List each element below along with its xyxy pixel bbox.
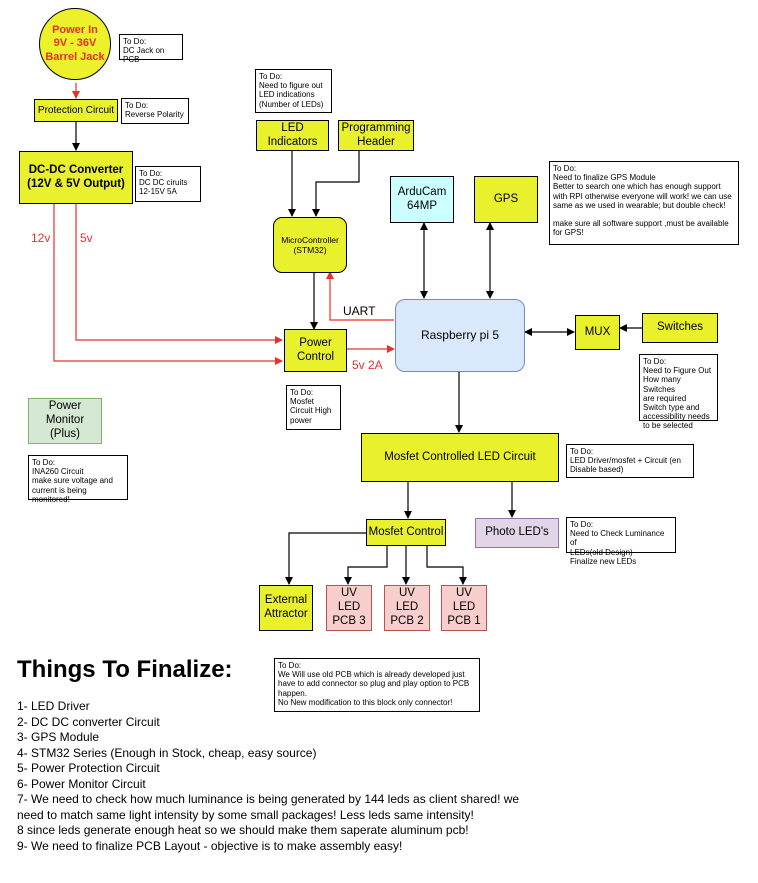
raspberry-pi-block: Raspberry pi 5 (395, 299, 525, 372)
power-control-label: Power Control (296, 336, 335, 363)
finalize-item: 2- DC DC converter Circuit (17, 714, 160, 729)
dcdc-converter-label: DC-DC Converter (12V & 5V Output) (27, 163, 125, 190)
uv-led-pcb2-block: UV LED PCB 2 (384, 585, 430, 631)
uv-led-pcb2-label: UV LED PCB 2 (390, 587, 424, 627)
note-led-indicators: To Do: Need to figure out LED indication… (255, 69, 332, 113)
note-switches: To Do: Need to Figure Out How many Switc… (639, 354, 718, 430)
power-monitor-block: Power Monitor (Plus) (28, 398, 102, 444)
external-attractor-label: External Attractor (264, 594, 308, 620)
finalize-list: 1- LED Driver 2- DC DC converter Circuit… (17, 699, 747, 854)
photo-leds-block: Photo LED's (475, 518, 559, 548)
photo-leds-label: Photo LED's (485, 526, 549, 539)
wire-5v (75, 204, 283, 344)
note-photo-leds: To Do: Need to Check Luminance of LEDs(o… (566, 517, 676, 566)
led-indicators-label: LED Indicators (267, 121, 318, 148)
note-uv-pcb: To Do: We Will use old PCB which is alre… (274, 658, 480, 712)
label-12v: 12v (31, 231, 51, 245)
mosfet-control-label: Mosfet Control (368, 525, 444, 538)
programming-header-block: Programming Header (338, 120, 414, 151)
mosfet-led-circuit-label: Mosfet Controlled LED Circuit (384, 450, 536, 463)
protection-circuit-label: Protection Circuit (37, 104, 115, 116)
wire-prog-to-mcu (312, 151, 360, 217)
note-dc-jack: To Do: DC Jack on PCB (119, 34, 183, 64)
power-monitor-label: Power Monitor (Plus) (45, 400, 85, 440)
power-in-label: Power In 9V - 36V Barrel Jack (45, 24, 105, 63)
microcontroller-label: MicroController (STM32) (281, 234, 339, 255)
mosfet-control-block: Mosfet Control (366, 519, 446, 546)
label-5v-2a: 5v 2A (352, 358, 383, 372)
external-attractor-block: External Attractor (259, 585, 313, 631)
power-in-node: Power In 9V - 36V Barrel Jack (39, 8, 111, 80)
note-gps: To Do: Need to finalize GPS Module Bette… (549, 161, 739, 245)
finalize-item: 3- GPS Module (17, 730, 100, 744)
finalize-item: 1- LED Driver (17, 699, 90, 713)
finalize-item: 6- Power Monitor Circuit (17, 776, 146, 791)
wire-control-to-attractor (285, 532, 366, 585)
label-uart: UART (343, 304, 376, 318)
finalize-item: 5- Power Protection Circuit (17, 761, 160, 775)
power-control-block: Power Control (284, 329, 347, 372)
microcontroller-block: MicroController (STM32) (273, 217, 347, 273)
arducam-block: ArduCam 64MP (390, 176, 454, 223)
note-ina260: To Do: INA260 Circuit make sure voltage … (28, 455, 128, 504)
note-dcdc: To Do: DC DC ciruits 12-15V 5A (135, 166, 201, 202)
uv-led-pcb1-label: UV LED PCB 1 (447, 587, 481, 627)
uv-led-pcb1-block: UV LED PCB 1 (441, 585, 487, 631)
wire-control-to-uv1 (426, 546, 467, 585)
uv-led-pcb3-label: UV LED PCB 3 (332, 587, 366, 627)
mux-label: MUX (584, 325, 611, 338)
switches-label: Switches (656, 321, 704, 334)
label-5v: 5v (80, 231, 93, 245)
finalize-item: 8 since leds generate enough heat so we … (17, 823, 469, 837)
wire-uart (326, 271, 394, 321)
finalize-title: Things To Finalize: (17, 656, 233, 683)
wire-12v (53, 204, 283, 365)
switches-block: Switches (642, 313, 718, 343)
note-led-driver: To Do: LED Driver/mosfet + Circuit (en D… (566, 444, 694, 478)
finalize-item: 4- STM32 Series (Enough in Stock, cheap,… (17, 745, 317, 760)
dcdc-converter-block: DC-DC Converter (12V & 5V Output) (19, 151, 133, 204)
finalize-item: 7- We need to check how much luminance i… (17, 792, 520, 806)
gps-block: GPS (474, 176, 538, 223)
gps-label: GPS (493, 192, 519, 205)
uv-led-pcb3-block: UV LED PCB 3 (326, 585, 372, 631)
arducam-label: ArduCam 64MP (397, 185, 447, 212)
wire-control-to-uv3 (344, 546, 388, 585)
raspberry-pi-label: Raspberry pi 5 (420, 328, 500, 343)
protection-circuit-block: Protection Circuit (34, 99, 118, 122)
programming-header-label: Programming Header (341, 121, 411, 148)
mosfet-led-circuit-block: Mosfet Controlled LED Circuit (361, 433, 559, 482)
finalize-item: 9- We need to finalize PCB Layout - obje… (17, 838, 403, 853)
note-mosfet-power: To Do: Mosfet Circuit High power (286, 385, 341, 430)
note-reverse-polarity: To Do: Reverse Polarity (121, 98, 189, 124)
led-indicators-block: LED Indicators (256, 120, 329, 151)
finalize-item: need to match same light intensity by so… (17, 807, 474, 822)
mux-block: MUX (575, 315, 620, 350)
